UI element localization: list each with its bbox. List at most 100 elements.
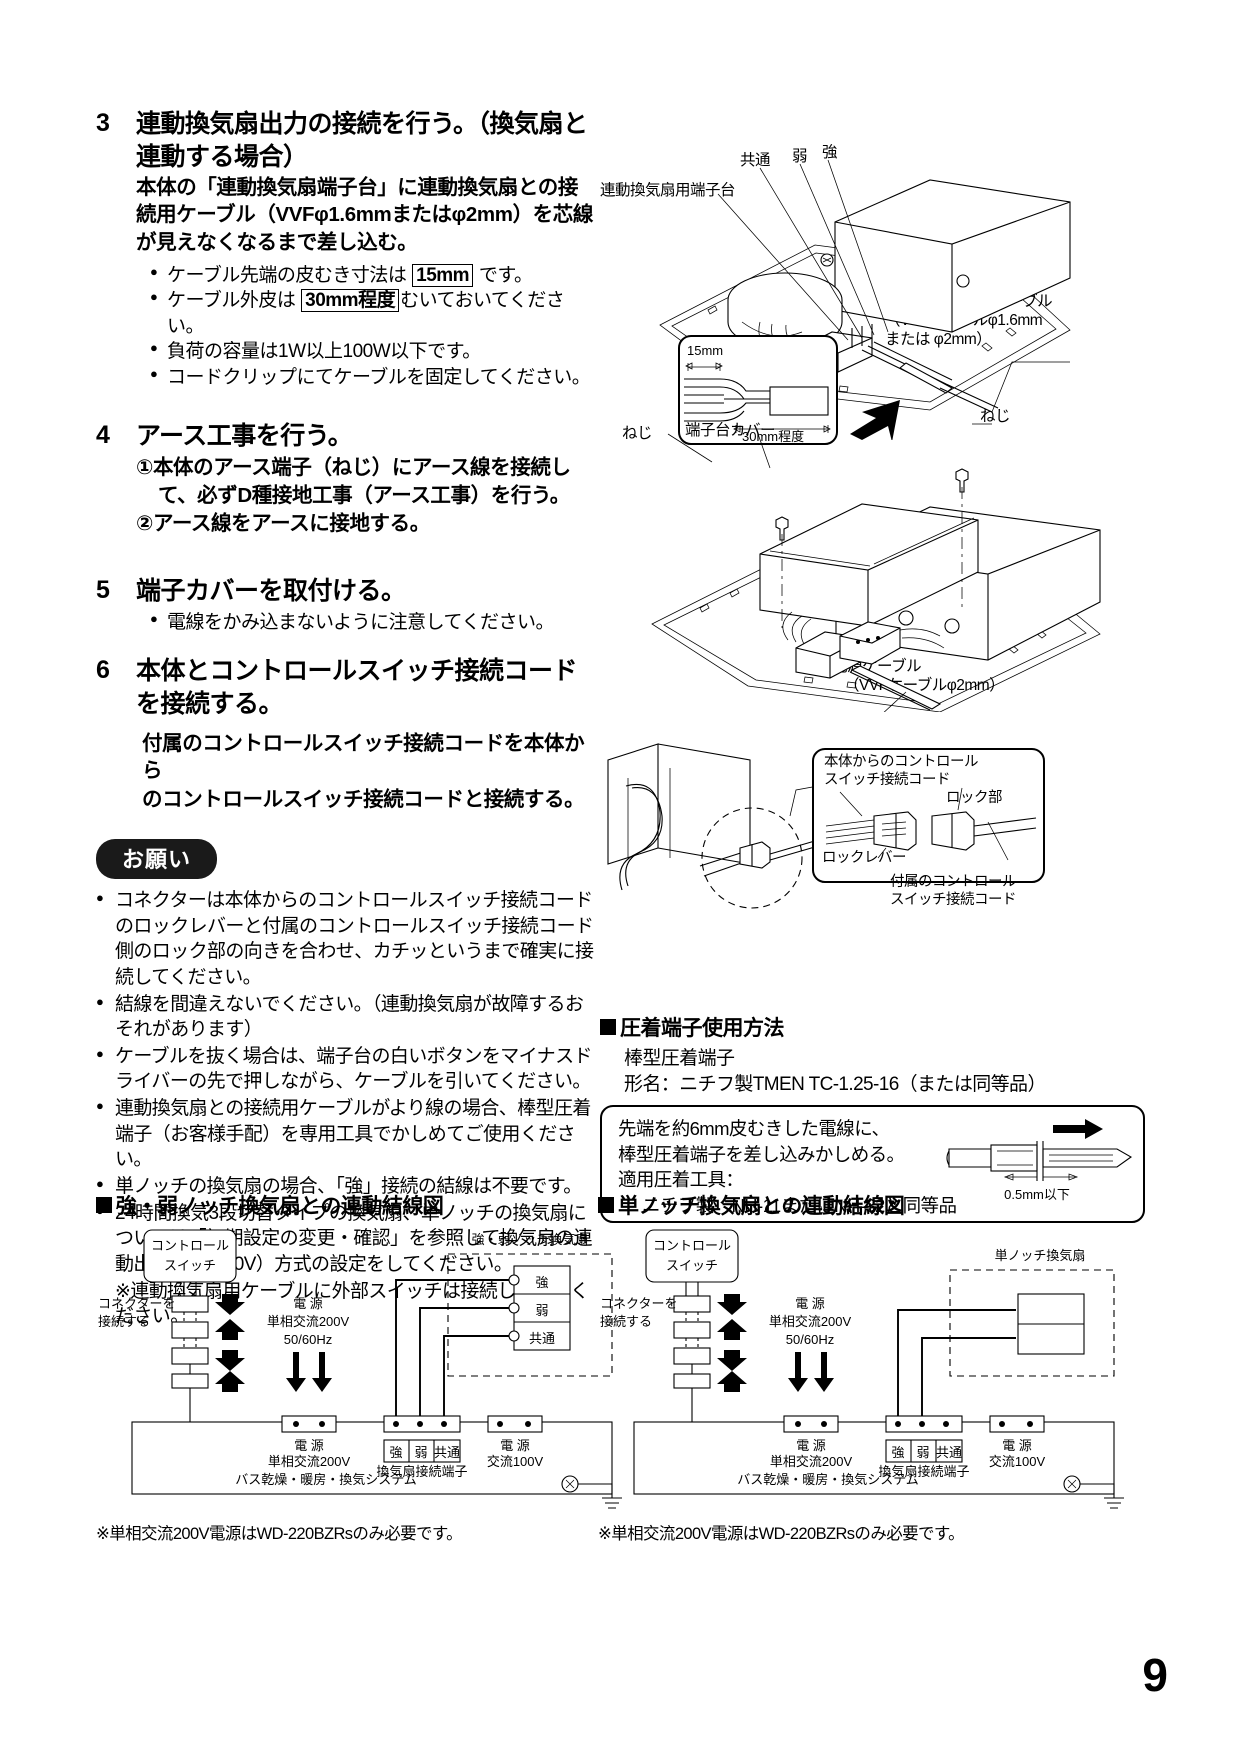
crimp-type-line: 棒型圧着端子 bbox=[624, 1048, 735, 1069]
step-6-sub-2: のコントロールスイッチ接続コードと接続する。 bbox=[142, 787, 585, 811]
wiring-left-note: ※単相交流200V電源はWD-220BZRsのみ必要です。 bbox=[96, 1525, 463, 1543]
ctrl-sw-line2: スイッチ bbox=[164, 1258, 216, 1273]
callout-cable-strip: 15mm 30mm程度 bbox=[678, 335, 838, 445]
wiring-diagram-single-notch: 単ノッチ換気扇との連動結線図 コントロール スイッチ コネクターを 接続する 電… bbox=[598, 1190, 1128, 1544]
terminal-cover-illustration bbox=[651, 423, 1101, 712]
onegai-section: お願い コネクターは本体からのコントロールスイッチ接続コードのロックレバーと付属… bbox=[96, 838, 596, 1330]
connector-label-1: コネクターを bbox=[98, 1296, 175, 1311]
page-number: 9 bbox=[1142, 1649, 1168, 1701]
step-4-sub-2: て、必ずD種接地工事（アース工事）を行う。 bbox=[158, 483, 570, 507]
fan-box-label: 単ノッチ換気扇 bbox=[995, 1248, 1086, 1263]
bullet-strip-length: ケーブル先端の皮むき寸法は 15mm です。 bbox=[150, 263, 596, 288]
crimp-tool-model: ニチフ製 NH-11またはNH-32と同等品 bbox=[642, 1194, 957, 1216]
crimp-instr-1: 先端を約6mm皮むきした電線に、 bbox=[618, 1118, 890, 1140]
fan-box-label: 強・弱ノッチ換気扇 bbox=[472, 1232, 589, 1247]
step-5-bullets: 電線をかみ込まないように注意してください。 bbox=[136, 610, 596, 635]
step-4-sub-1: ①本体のアース端子（ねじ）にアース線を接続し bbox=[136, 455, 571, 479]
unit-term-strong: 強 bbox=[389, 1445, 402, 1460]
power-label-2: 単相交流200V bbox=[769, 1314, 852, 1329]
step-3-number: 3 bbox=[96, 109, 110, 137]
wiring-diagram-strong-weak: 強・弱ノッチ換気扇との連動結線図 コントロール スイッチ コネクターを bbox=[96, 1190, 626, 1544]
crimp-heading: 圧着端子使用方法 bbox=[600, 1012, 1145, 1042]
step-5-title: 端子カバーを取付ける。 bbox=[136, 577, 406, 606]
connector-label-2: 接続する bbox=[98, 1314, 150, 1329]
label-terminal-cover: 端子台カバー bbox=[685, 422, 776, 439]
unit-term-caption: 換気扇接続端子 bbox=[878, 1464, 969, 1479]
instructions-column: 3 連動換気扇出力の接続を行う。（換気扇と連動する場合） 本体の「連動換気扇端子… bbox=[96, 108, 596, 1331]
step-3: 3 連動換気扇出力の接続を行う。（換気扇と連動する場合） 本体の「連動換気扇端子… bbox=[96, 108, 596, 390]
onegai-list: コネクターは本体からのコントロールスイッチ接続コードのロックレバーと付属のコント… bbox=[96, 888, 596, 1330]
unit-power-2: 単相交流200V bbox=[770, 1454, 853, 1469]
step-4-sub-3: ②アース線をアースに接地する。 bbox=[136, 512, 430, 536]
onegai-item-crimp: 連動換気扇との接続用ケーブルがより線の場合、棒型圧着端子（お客様手配）を専用工具… bbox=[96, 1096, 596, 1173]
bullet-load-capacity: 負荷の容量は1W以上100W以下です。 bbox=[150, 339, 596, 364]
label-link-cable-3: または φ2mm） bbox=[885, 331, 992, 348]
crimp-terminal-drawing: 0.5mm以下 bbox=[946, 1119, 1133, 1202]
crimp-model-line: 形名：ニチフ製TMEN TC-1.25-16（または同等品） bbox=[624, 1073, 1046, 1095]
step-4: 4 アース工事を行う。 ①本体のアース端子（ねじ）にアース線を接続し て、必ずD… bbox=[96, 420, 596, 537]
wiring-left-heading-text: 強・弱ノッチ換気扇との連動結線図 bbox=[116, 1195, 444, 1218]
onegai-item-wiring: 結線を間違えないでください。（連動換気扇が故障するおそれがあります） bbox=[96, 992, 596, 1043]
fan-power-1: 電 源 bbox=[500, 1438, 530, 1453]
wiring-right-heading: 単ノッチ換気扇との連動結線図 bbox=[598, 1190, 1128, 1220]
label-supplied-cord-1: 付属のコントロール bbox=[890, 874, 1017, 890]
unit-term-strong: 強 bbox=[891, 1445, 904, 1460]
wiring-left-schematic: コントロール スイッチ コネクターを 接続する 電 源 単相交流200V 50/… bbox=[98, 1229, 622, 1509]
onegai-badge: お願い bbox=[96, 838, 218, 879]
bullet-cord-clip: コードクリップにてケーブルを固定してください。 bbox=[150, 365, 596, 390]
bullet-square-icon bbox=[600, 1019, 616, 1035]
crimp-terminal-section: 圧着端子使用方法 棒型圧着端子 形名：ニチフ製TMEN TC-1.25-16（ま… bbox=[600, 1012, 1145, 1224]
fan-term-strong: 強 bbox=[535, 1275, 548, 1290]
unit-power-2: 単相交流200V bbox=[268, 1454, 351, 1469]
crimp-instruction-box: 先端を約6mm皮むきした電線に、 棒型圧着端子を差し込みかしめる。 適用圧着工具… bbox=[600, 1105, 1145, 1224]
onegai-item-single-notch: 単ノッチの換気扇の場合、「強」接続の結線は不要です。 bbox=[96, 1174, 596, 1200]
unit-power-1: 電 源 bbox=[796, 1438, 826, 1453]
step-6-title: 本体とコントロールスイッチ接続コードを接続する。 bbox=[136, 657, 578, 718]
sheath-length-value: 30mm程度 bbox=[301, 289, 400, 313]
step-5-number: 5 bbox=[96, 576, 110, 605]
unit-power-1: 電 源 bbox=[294, 1438, 324, 1453]
step-6: 6 本体とコントロールスイッチ接続コードを接続する。 付属のコントロールスイッチ… bbox=[96, 655, 596, 813]
crimp-instr-2: 棒型圧着端子を差し込みかしめる。 bbox=[618, 1143, 905, 1165]
step-3-sub: 本体の「連動換気扇端子台」に連動換気扇との接続用ケーブル（VVFφ1.6mmまた… bbox=[136, 176, 593, 254]
unit-term-weak: 弱 bbox=[414, 1445, 427, 1460]
connector-label-1: コネクターを bbox=[600, 1296, 677, 1311]
ctrl-sw-line2: スイッチ bbox=[666, 1258, 718, 1273]
bullet-square-icon bbox=[598, 1197, 614, 1213]
sheath-length-text: 30mm程度 bbox=[742, 429, 804, 443]
fan-power-2: 交流100V bbox=[989, 1454, 1046, 1469]
crimp-dim-text: 0.5mm以下 bbox=[1004, 1187, 1070, 1202]
ctrl-sw-line1: コントロール bbox=[151, 1238, 229, 1253]
connector-label-2: 接続する bbox=[600, 1314, 652, 1329]
step-3-bullets: ケーブル先端の皮むき寸法は 15mm です。 ケーブル外皮は 30mm程度むいて… bbox=[136, 263, 596, 390]
unit-term-caption: 換気扇接続端子 bbox=[376, 1464, 467, 1479]
unit-label: バス乾燥・暖房・換気システム bbox=[737, 1472, 919, 1487]
onegai-item-connector: コネクターは本体からのコントロールスイッチ接続コードのロックレバーと付属のコント… bbox=[96, 888, 596, 991]
label-screw-right: ねじ bbox=[980, 408, 1011, 425]
fan-term-weak: 弱 bbox=[535, 1303, 548, 1318]
wiring-right-note: ※単相交流200V電源はWD-220BZRsのみ必要です。 bbox=[598, 1525, 965, 1543]
label-common-terminal: 共通 bbox=[740, 152, 771, 169]
label-screw-left: ねじ bbox=[622, 425, 653, 442]
unit-label: バス乾燥・暖房・換気システム bbox=[235, 1472, 417, 1487]
callout-lock-connector bbox=[812, 748, 1045, 883]
fan-term-common: 共通 bbox=[529, 1331, 555, 1346]
step-4-title: アース工事を行う。 bbox=[136, 422, 353, 451]
label-lock-part: ロック部 bbox=[946, 790, 1003, 806]
power-label-1: 電 源 bbox=[795, 1296, 825, 1311]
strip-length-text: 15mm bbox=[687, 343, 723, 358]
crimp-tool-label: 適用圧着工具： bbox=[618, 1169, 744, 1191]
wiring-right-schematic: コントロール スイッチ コネクターを 接続する 電 源 単相交流200V 50/… bbox=[600, 1229, 1124, 1509]
onegai-item-removal: ケーブルを抜く場合は、端子台の白いボタンをマイナスドライバーの先で押しながら、ケ… bbox=[96, 1044, 596, 1095]
step-6-number: 6 bbox=[96, 656, 110, 685]
label-terminal-block: 連動換気扇用端子台 bbox=[600, 182, 736, 199]
unit-term-common: 共通 bbox=[936, 1445, 962, 1460]
bullet-square-icon bbox=[96, 1197, 112, 1213]
power-label-3: 50/60Hz bbox=[786, 1332, 834, 1347]
label-weak-terminal: 弱 bbox=[792, 148, 808, 165]
power-label-3: 50/60Hz bbox=[284, 1332, 332, 1347]
crimp-heading-text: 圧着端子使用方法 bbox=[620, 1017, 785, 1040]
power-label-2: 単相交流200V bbox=[267, 1314, 350, 1329]
